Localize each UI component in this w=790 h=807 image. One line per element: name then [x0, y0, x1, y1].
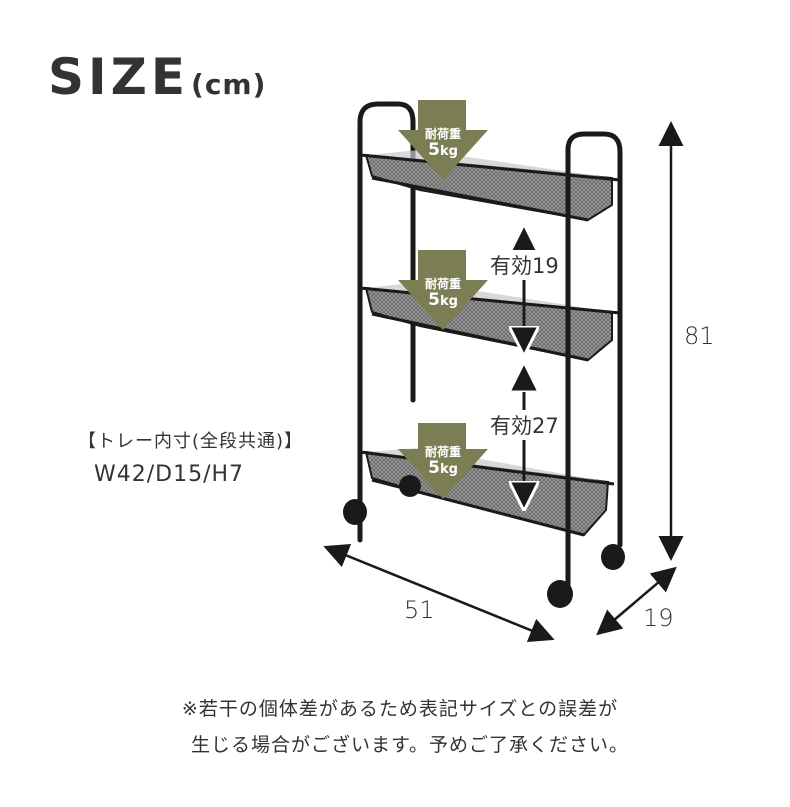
tray-size-title: 【トレー内寸(全段共通)】: [78, 431, 304, 452]
load-badge-label: 耐荷重: [424, 277, 461, 291]
depth-label: 19: [643, 604, 674, 632]
cart-frame: [357, 101, 623, 585]
height-label: 81: [684, 322, 715, 350]
load-badge-unit: kg: [439, 294, 458, 309]
effective-height-upper: 有効19: [488, 250, 561, 280]
width-arrow: [323, 543, 555, 643]
width-label: 51: [404, 596, 435, 624]
shelf-top: [359, 150, 621, 222]
page-title: SIZE(cm): [48, 52, 266, 102]
tray-size-value: W42/D15/H7: [94, 462, 245, 487]
disclaimer-line-2: 生じる場合がございます。予めご了承ください。: [190, 734, 630, 756]
load-arrow-top: [398, 100, 488, 180]
depth-arrow: [596, 566, 677, 636]
load-badge-label: 耐荷重: [424, 127, 461, 141]
title-text: SIZE: [48, 48, 190, 106]
load-badge-unit: kg: [439, 462, 458, 477]
load-badge-top: 耐荷重 5kg: [397, 128, 489, 159]
load-badge-middle: 耐荷重 5kg: [397, 278, 489, 309]
load-badge-bottom: 耐荷重 5kg: [397, 446, 489, 477]
effective-height-lower: 有効27: [488, 410, 561, 440]
load-badge-unit: kg: [439, 144, 458, 159]
load-badge-value: 5: [428, 290, 440, 310]
load-badge-value: 5: [428, 140, 440, 160]
disclaimer-line-1: ※若干の個体差があるため表記サイズとの誤差が: [181, 698, 619, 720]
load-arrow-middle: [398, 250, 488, 330]
title-unit: (cm): [191, 68, 267, 101]
load-badge-label: 耐荷重: [424, 445, 461, 459]
load-badge-value: 5: [428, 458, 440, 478]
load-arrow-bottom: [398, 423, 488, 499]
